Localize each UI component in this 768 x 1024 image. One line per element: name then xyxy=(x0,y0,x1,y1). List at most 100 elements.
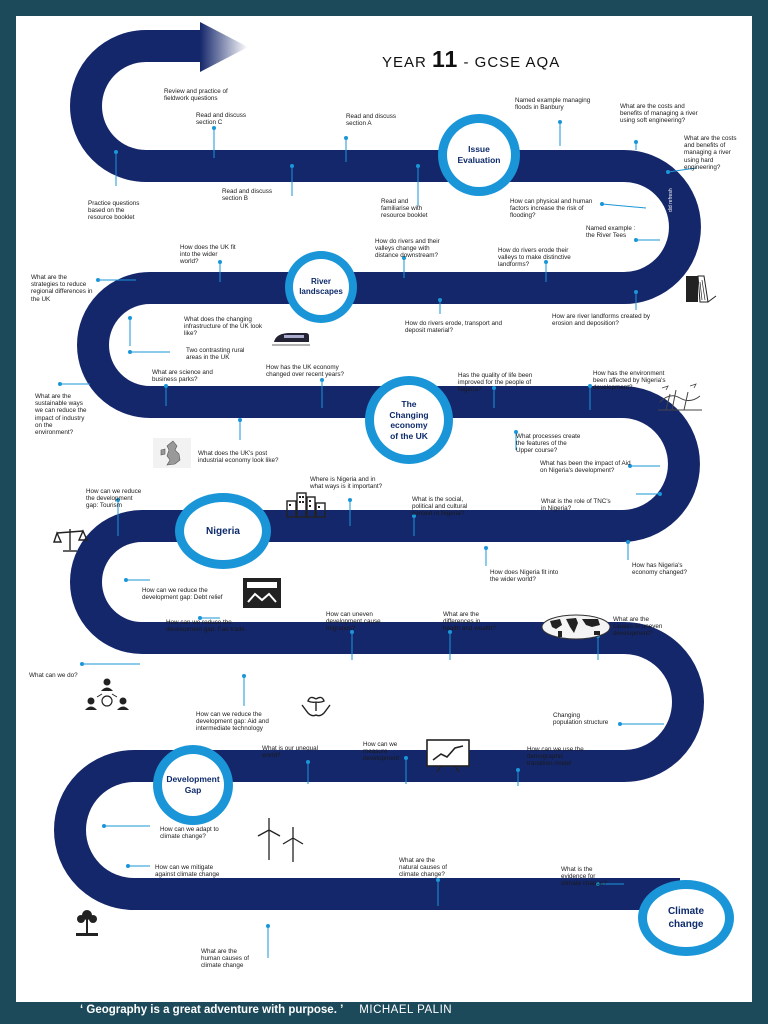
unit-issue-evaluation: Issue Evaluation xyxy=(438,114,520,196)
pin-dot xyxy=(544,260,548,264)
presentation-chart-icon xyxy=(426,739,470,772)
unit-river-landscapes: River landscapes xyxy=(285,251,357,323)
tree-hand-icon xyxy=(76,910,98,936)
people-network-icon xyxy=(85,678,129,710)
pin-dot xyxy=(242,674,246,678)
label-science-parks: What are science and business parks? xyxy=(152,369,213,384)
pin-dot xyxy=(402,256,406,260)
pin-dot xyxy=(344,136,348,140)
marker-pins xyxy=(58,120,697,958)
label-road-note: did refresh xyxy=(668,188,674,212)
pin-dot xyxy=(124,578,128,582)
landscape-sketch-icon xyxy=(658,383,702,411)
label-aid-technology: How can we reduce the development gap: A… xyxy=(196,711,269,733)
label-sustainable-industry: What are the sustainable ways we can red… xyxy=(35,393,87,437)
pin-dot xyxy=(218,260,222,264)
unit-changing-economy: The Changing economy of the UK xyxy=(365,376,453,464)
label-uk-economy: How has the UK economy changed over rece… xyxy=(266,364,345,379)
label-aid-nigeria: What has been the impact of Aid on Niger… xyxy=(540,460,631,475)
label-nigeria-world: How does Nigeria fit into the wider worl… xyxy=(490,569,559,584)
world-map-icon xyxy=(541,614,611,640)
label-climate-evidence: What is the evidence for climate change? xyxy=(561,866,607,888)
quote-text: ‘ Geography is a great adventure with pu… xyxy=(80,1004,344,1016)
label-adapt-climate: How can we adapt to climate change? xyxy=(160,826,219,841)
pin-dot xyxy=(558,120,562,124)
city-buildings-icon xyxy=(286,492,326,518)
pin-line xyxy=(601,203,647,209)
pin-dot xyxy=(666,170,670,174)
pin-line xyxy=(667,167,697,173)
label-regional-strategies: What are the strategies to reduce region… xyxy=(31,274,93,303)
label-soft-engineering: What are the costs and benefits of manag… xyxy=(620,103,698,125)
label-post-industrial: What does the UK's post industrial econo… xyxy=(198,450,279,465)
pin-dot xyxy=(290,164,294,168)
label-human-causes: What are the human causes of climate cha… xyxy=(201,948,249,970)
pin-dot xyxy=(588,384,592,388)
pin-dot xyxy=(114,150,118,154)
unit-label: River landscapes xyxy=(293,259,349,315)
pin-dot xyxy=(306,760,310,764)
footer-quote: ‘ Geography is a great adventure with pu… xyxy=(80,1004,452,1016)
hands-plant-icon xyxy=(301,696,331,717)
pin-dot xyxy=(266,924,270,928)
unit-climate-change: Climate change xyxy=(638,880,734,956)
label-nigeria-quality-life: Has the quality of life been improved fo… xyxy=(458,372,533,394)
pin-dot xyxy=(350,630,354,634)
label-unequal-world: What is our unequal world? xyxy=(262,745,319,760)
label-tncs: What is the role of TNC's in Nigeria? xyxy=(541,498,611,513)
pin-dot xyxy=(348,498,352,502)
unit-label: Climate change xyxy=(647,889,725,947)
label-fieldwork-review: Review and practice of fieldwork questio… xyxy=(164,88,228,103)
pin-dot xyxy=(128,316,132,320)
unit-label: Development Gap xyxy=(162,754,224,816)
label-erosion-deposition: How are river landforms created by erosi… xyxy=(552,313,650,328)
pin-dot xyxy=(634,140,638,144)
pin-dot xyxy=(438,298,442,302)
pin-dot xyxy=(404,756,408,760)
wind-turbines-icon xyxy=(257,818,304,862)
pin-dot xyxy=(628,464,632,468)
pin-dot xyxy=(198,616,202,620)
pin-dot xyxy=(600,202,604,206)
label-flood-risk: How can physical and human factors incre… xyxy=(510,198,593,220)
label-river-downstream: How do rivers and their valleys change w… xyxy=(375,238,440,260)
label-nigeria-environment: How has the environment been affected by… xyxy=(593,370,666,392)
start-arrow xyxy=(200,22,248,72)
pin-dot xyxy=(416,164,420,168)
label-mitigate-climate: How can we mitigate against climate chan… xyxy=(155,864,220,879)
pin-dot xyxy=(58,382,62,386)
label-resource-booklet: Read and familiarise with resource bookl… xyxy=(381,198,428,220)
pin-dot xyxy=(448,630,452,634)
label-section-b: Read and discuss section B xyxy=(222,188,273,203)
label-river-landforms: How do rivers erode their valleys to mak… xyxy=(498,247,571,269)
label-uk-world: How does the UK fit into the wider world… xyxy=(180,244,236,266)
label-what-can-we-do: What can we do? xyxy=(29,672,78,679)
label-section-a: Read and discuss section A xyxy=(346,113,397,128)
label-where-nigeria: Where is Nigeria and in what ways is it … xyxy=(310,476,383,491)
page-title: YEAR 11 - GCSE AQA xyxy=(382,46,561,72)
label-rural-areas: Two contrasting rural areas in the UK xyxy=(186,347,245,362)
handshake-money-icon xyxy=(243,578,281,608)
pin-dot xyxy=(618,722,622,726)
road-path xyxy=(54,30,704,910)
pin-dot xyxy=(412,514,416,518)
label-uk-infrastructure: What does the changing infrastructure of… xyxy=(184,316,263,338)
pin-dot xyxy=(516,768,520,772)
waterfall-icon xyxy=(686,275,717,303)
unit-label: Nigeria xyxy=(184,502,262,560)
pin-dot xyxy=(126,864,130,868)
unit-label: The Changing economy of the UK xyxy=(374,385,444,455)
unit-development-gap: Development Gap xyxy=(153,745,233,825)
label-measure-development: How can we measure development xyxy=(363,741,400,763)
label-nigeria-economy: How has Nigeria's economy changed? xyxy=(632,562,687,577)
pin-dot xyxy=(436,878,440,882)
pin-dot xyxy=(116,498,120,502)
pin-dot xyxy=(658,492,662,496)
pin-dot xyxy=(626,540,630,544)
label-river-tees: Named example : the River Tees xyxy=(586,225,636,240)
label-debt-relief: How can we reduce the development gap: D… xyxy=(142,587,223,602)
pin-dot xyxy=(102,824,106,828)
scales-icon xyxy=(53,529,88,552)
label-migration: How can uneven development cause migrati… xyxy=(326,611,381,633)
pin-dot xyxy=(634,290,638,294)
